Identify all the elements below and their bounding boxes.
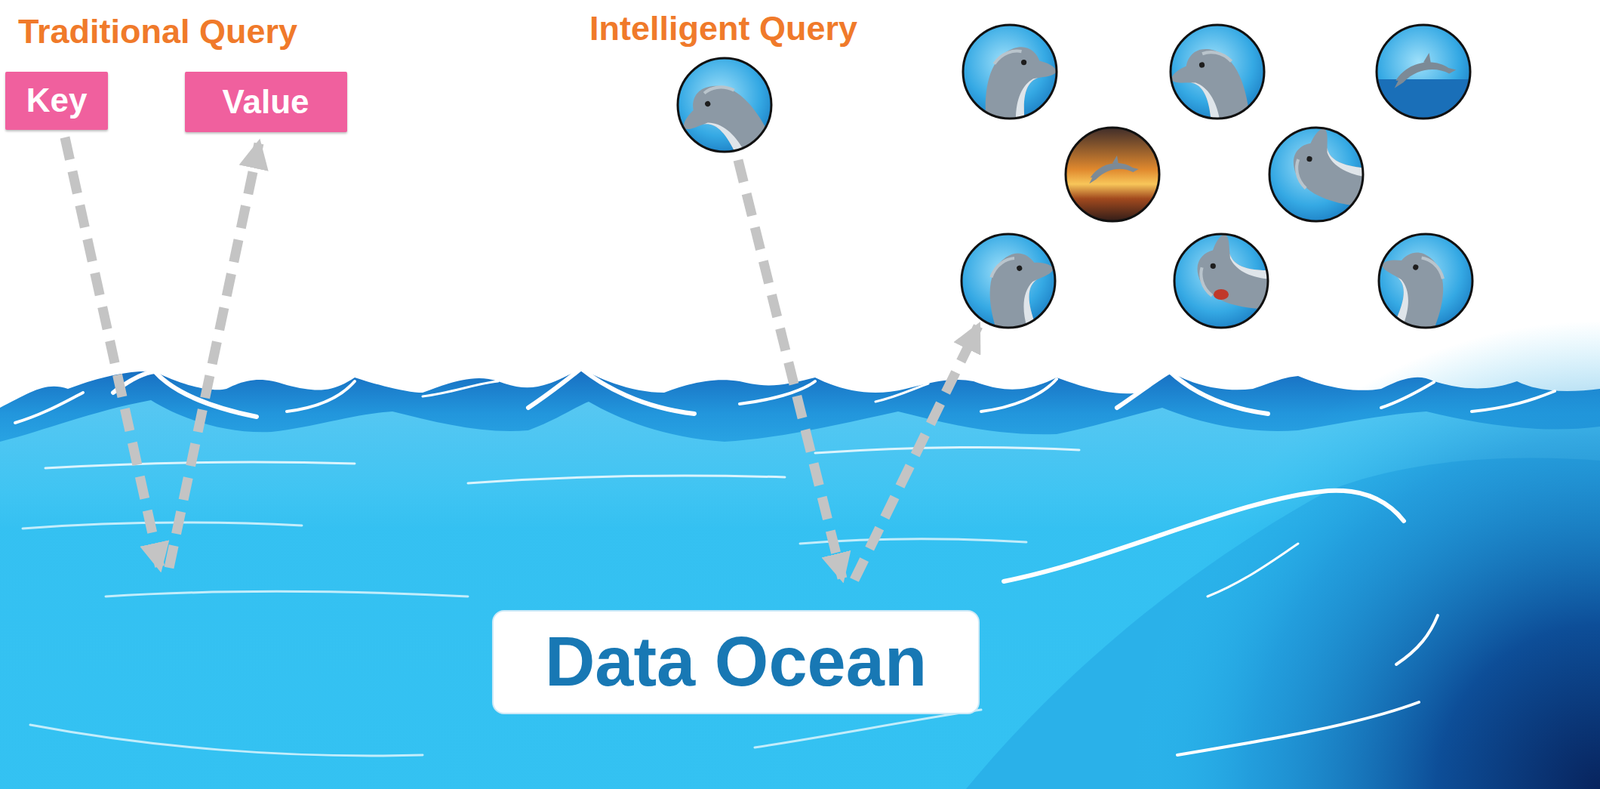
result-dolphin-image [960, 232, 1068, 340]
node-text: Key [26, 82, 88, 119]
dashed-arrow [854, 326, 979, 580]
result-dolphin-image [961, 23, 1059, 127]
dashed-arrow [64, 137, 160, 568]
node-text: Value [222, 83, 310, 120]
heading-label: Intelligent Query [589, 9, 858, 49]
dashed-arrow [169, 143, 259, 568]
node-text: Data Ocean [544, 623, 927, 700]
result-dolphin-image [1064, 126, 1161, 223]
result-dolphin-image [1375, 23, 1472, 125]
query-dolphin-image [671, 56, 773, 176]
result-dolphin-image [1172, 231, 1280, 330]
heading-label: Traditional Query [18, 12, 298, 52]
result-dolphin-image [1363, 232, 1474, 341]
ocean-label-box: Data Ocean [492, 609, 980, 714]
value-box: Value [184, 71, 348, 133]
result-dolphin-image [1166, 23, 1266, 134]
key-box: Key [5, 71, 108, 130]
dashed-arrow [738, 160, 843, 579]
query-arrows [64, 137, 979, 580]
result-dolphin-image [1267, 123, 1379, 223]
